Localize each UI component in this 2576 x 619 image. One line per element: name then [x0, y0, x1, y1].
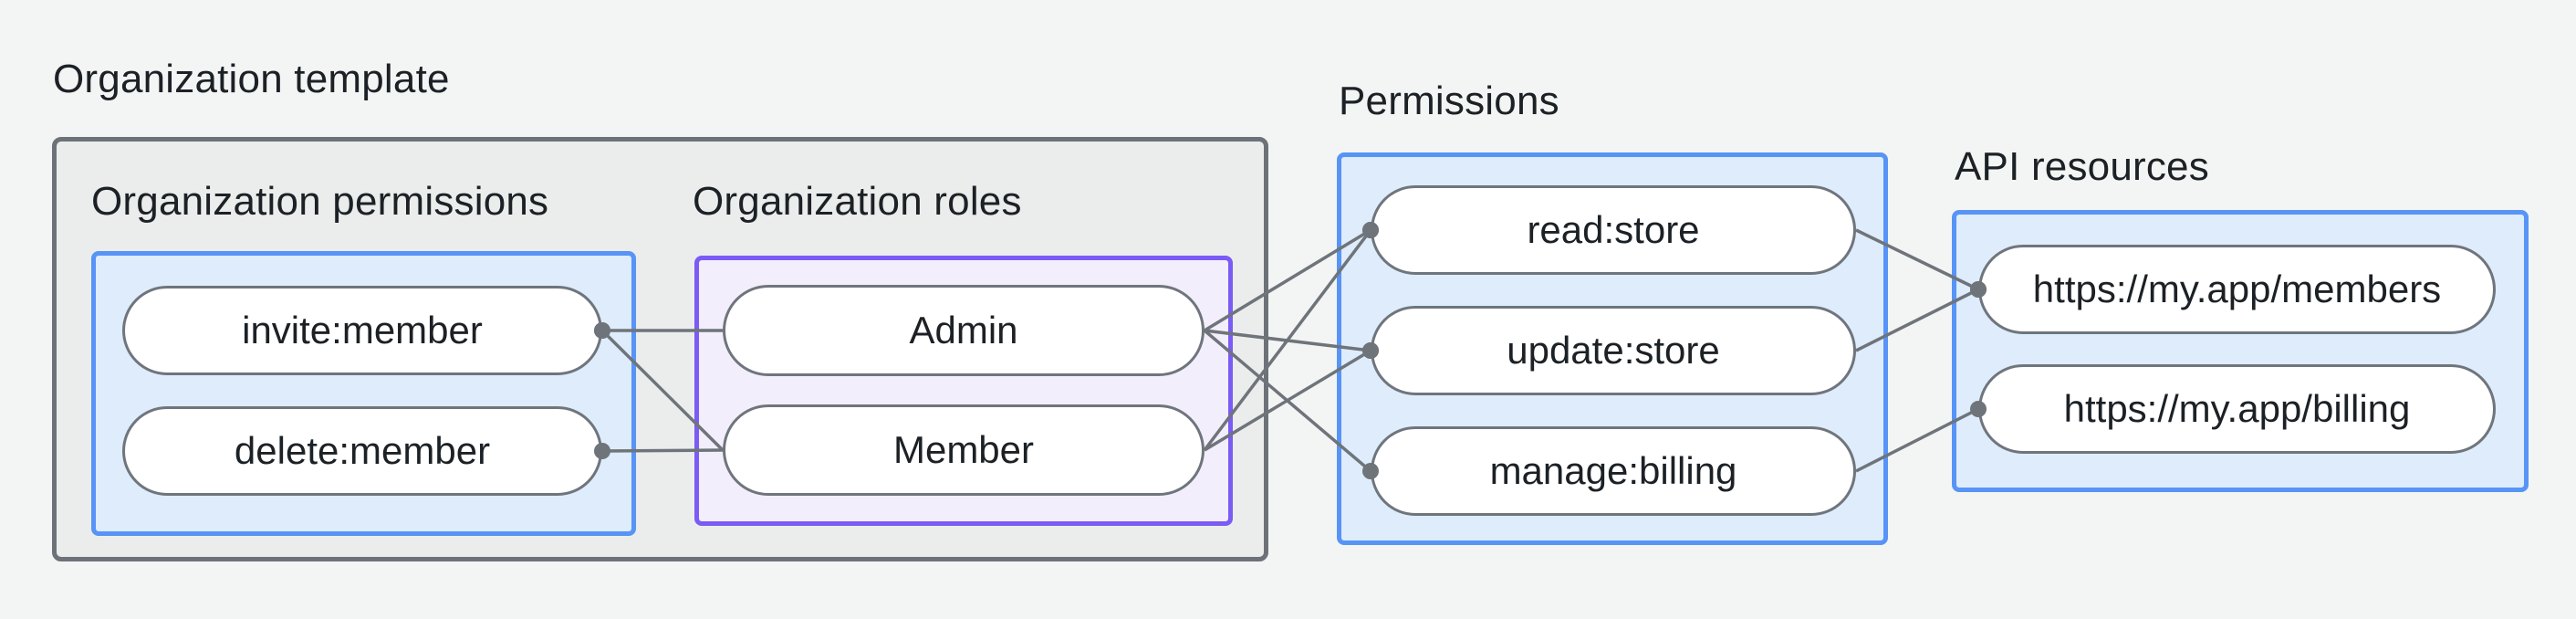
node-member: Member [723, 404, 1205, 496]
node-label: update:store [1507, 329, 1720, 372]
org-permissions-title: Organization permissions [91, 179, 549, 224]
node-label: Member [892, 428, 1035, 471]
org-template-title: Organization template [53, 57, 450, 101]
node-label: manage:billing [1489, 449, 1737, 492]
node-delete-member: delete:member [122, 406, 602, 496]
api-resources-title: API resources [1955, 144, 2209, 189]
node-label: delete:member [234, 429, 491, 472]
node-api-billing: https://my.app/billing [1978, 364, 2496, 454]
node-admin: Admin [723, 285, 1205, 376]
node-label: invite:member [242, 309, 483, 351]
node-label: read:store [1527, 208, 1700, 251]
permissions-title: Permissions [1339, 79, 1559, 123]
node-read-store: read:store [1371, 185, 1856, 275]
node-label: Admin [909, 309, 1018, 351]
node-label: https://my.app/members [2032, 268, 2442, 310]
node-invite-member: invite:member [122, 286, 602, 375]
node-api-members: https://my.app/members [1978, 245, 2496, 334]
node-manage-billing: manage:billing [1371, 426, 1856, 516]
org-roles-title: Organization roles [693, 179, 1022, 224]
node-update-store: update:store [1371, 306, 1856, 395]
node-label: https://my.app/billing [2063, 387, 2411, 430]
